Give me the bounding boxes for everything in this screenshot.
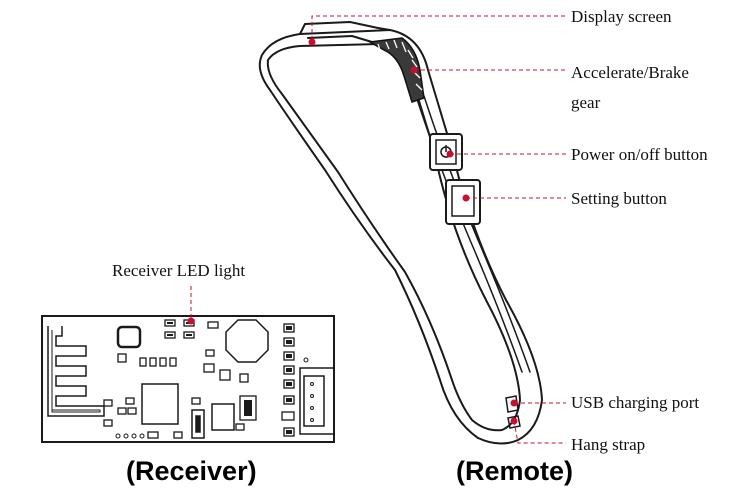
label-accelerate-brake: Accelerate/Brake (571, 63, 689, 82)
label-usb-port: USB charging port (571, 393, 700, 412)
caption-receiver: (Receiver) (126, 456, 257, 486)
label-setting-button: Setting button (571, 189, 667, 208)
receiver-board (41, 315, 335, 443)
receiver-led-leader (187, 286, 195, 325)
caption-remote: (Remote) (456, 456, 574, 486)
setting-button-graphic (445, 179, 481, 225)
label-accelerate-brake-line2: gear (571, 93, 601, 112)
label-hang-strap: Hang strap (571, 435, 646, 454)
usb-port-graphic (505, 395, 521, 429)
label-display-screen: Display screen (571, 7, 672, 26)
accelerate-brake-wheel (367, 37, 425, 103)
power-button-graphic (429, 133, 463, 171)
label-power-button: Power on/off button (571, 145, 708, 164)
label-receiver-led: Receiver LED light (112, 261, 246, 280)
remote-markers (308, 38, 518, 425)
antenna-trace (47, 326, 105, 417)
remote-leader-lines (311, 15, 566, 444)
